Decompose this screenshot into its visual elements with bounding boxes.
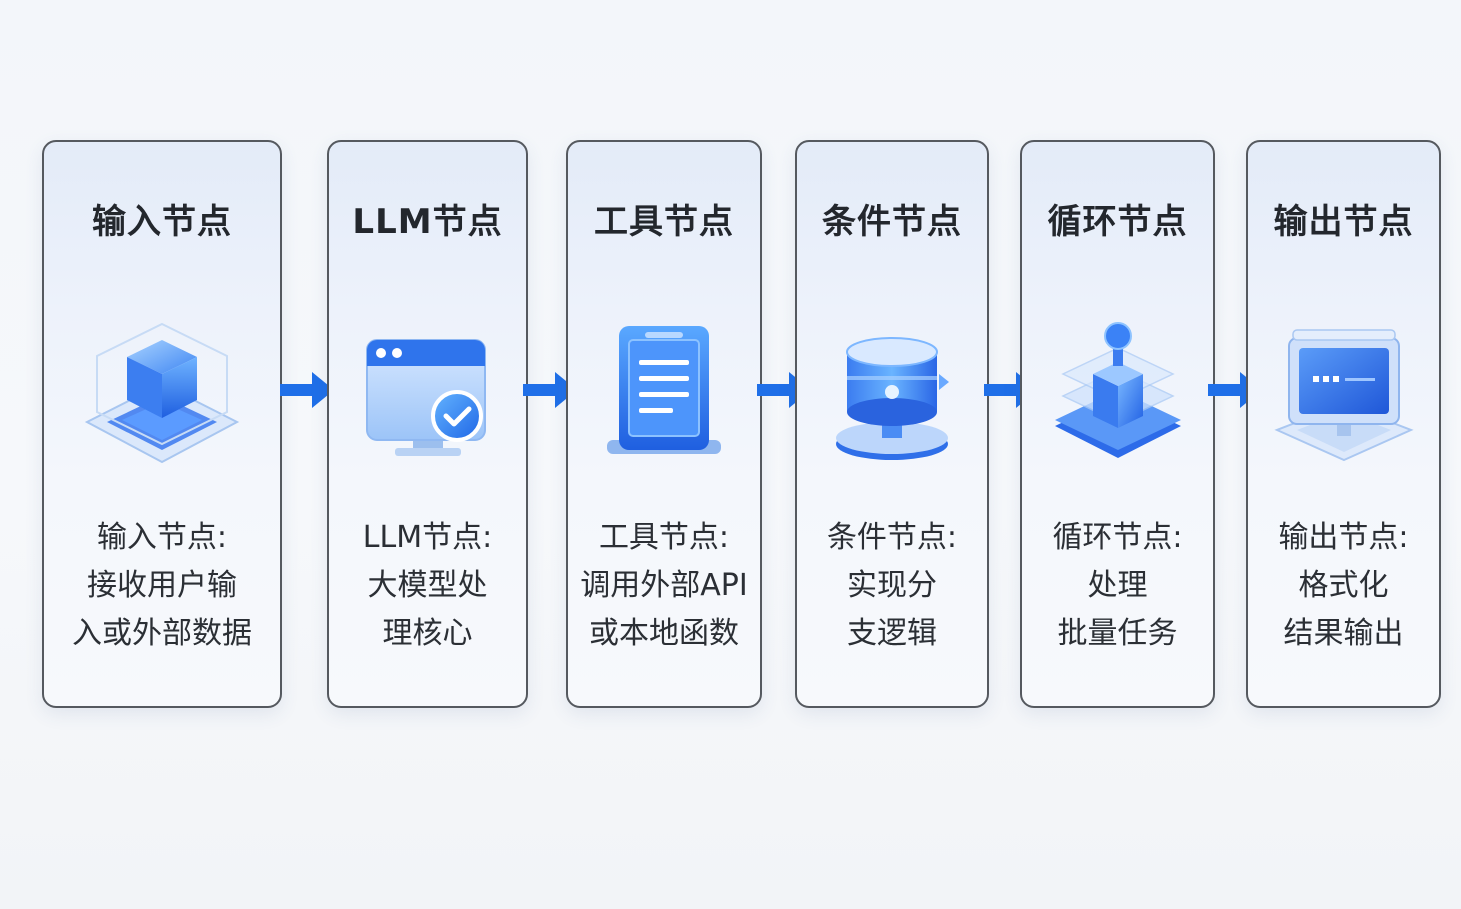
- node-card-llm: LLM节点 LLM节点: 大模型处 理核心: [327, 140, 528, 708]
- node-desc-line: 实现分: [847, 568, 937, 603]
- node-desc-line: 调用外部API: [580, 568, 748, 603]
- node-desc-line: 条件节点:: [826, 520, 958, 555]
- node-description: 循环节点: 处理 批量任务: [1022, 514, 1213, 658]
- node-description: 输出节点: 格式化 结果输出: [1248, 514, 1439, 658]
- flow-arrow-icon: [280, 372, 334, 408]
- node-title: 输出节点: [1273, 202, 1414, 242]
- browser-check-icon: [365, 339, 486, 456]
- node-title: 循环节点: [1047, 202, 1188, 242]
- cube-platform-icon: [84, 322, 240, 464]
- node-title: 输入节点: [92, 202, 232, 242]
- node-card-input: 输入节点 输入节点: 接收用户输 入或外部数据: [42, 140, 282, 708]
- node-desc-line: 格式化: [1298, 568, 1389, 603]
- node-card-condition: 条件节点 条件节点: 实现分 支逻辑: [795, 140, 989, 708]
- node-desc-line: 工具节点:: [598, 520, 730, 555]
- node-title: 工具节点: [594, 202, 734, 242]
- node-card-loop: 循环节点 循环节点: 处理 批量任务: [1020, 140, 1215, 708]
- node-desc-line: 接收用户输: [87, 568, 237, 603]
- node-desc-line: 结果输出: [1283, 616, 1404, 651]
- node-desc-line: 输入节点:: [96, 520, 228, 555]
- node-desc-line: 批量任务: [1057, 616, 1178, 651]
- node-title: 条件节点: [822, 202, 962, 242]
- node-description: 工具节点: 调用外部API 或本地函数: [568, 514, 760, 658]
- stacked-layers-icon: [1054, 322, 1181, 458]
- node-description: 条件节点: 实现分 支逻辑: [797, 514, 987, 658]
- node-desc-line: 处理: [1087, 568, 1148, 603]
- monitor-output-icon: [1273, 329, 1414, 462]
- node-desc-line: 理核心: [382, 616, 473, 651]
- node-desc-line: 入或外部数据: [72, 616, 252, 651]
- node-card-tool: 工具节点 工具节点: 调用外部API 或本地函数: [566, 140, 762, 708]
- document-tablet-icon: [607, 326, 721, 454]
- node-desc-line: 输出节点:: [1278, 520, 1409, 555]
- node-card-output: 输出节点 输出节点: 格式化 结果输出: [1246, 140, 1441, 708]
- node-description: 输入节点: 接收用户输 入或外部数据: [44, 514, 280, 658]
- node-desc-line: 支逻辑: [847, 616, 937, 651]
- node-desc-line: 循环节点:: [1052, 520, 1183, 555]
- node-desc-line: 大模型处: [367, 568, 488, 603]
- node-description: LLM节点: 大模型处 理核心: [329, 514, 526, 658]
- cylinder-branch-icon: [836, 337, 949, 460]
- node-title: LLM节点: [352, 202, 503, 242]
- node-desc-line: LLM节点:: [362, 520, 493, 555]
- node-desc-line: 或本地函数: [589, 616, 739, 651]
